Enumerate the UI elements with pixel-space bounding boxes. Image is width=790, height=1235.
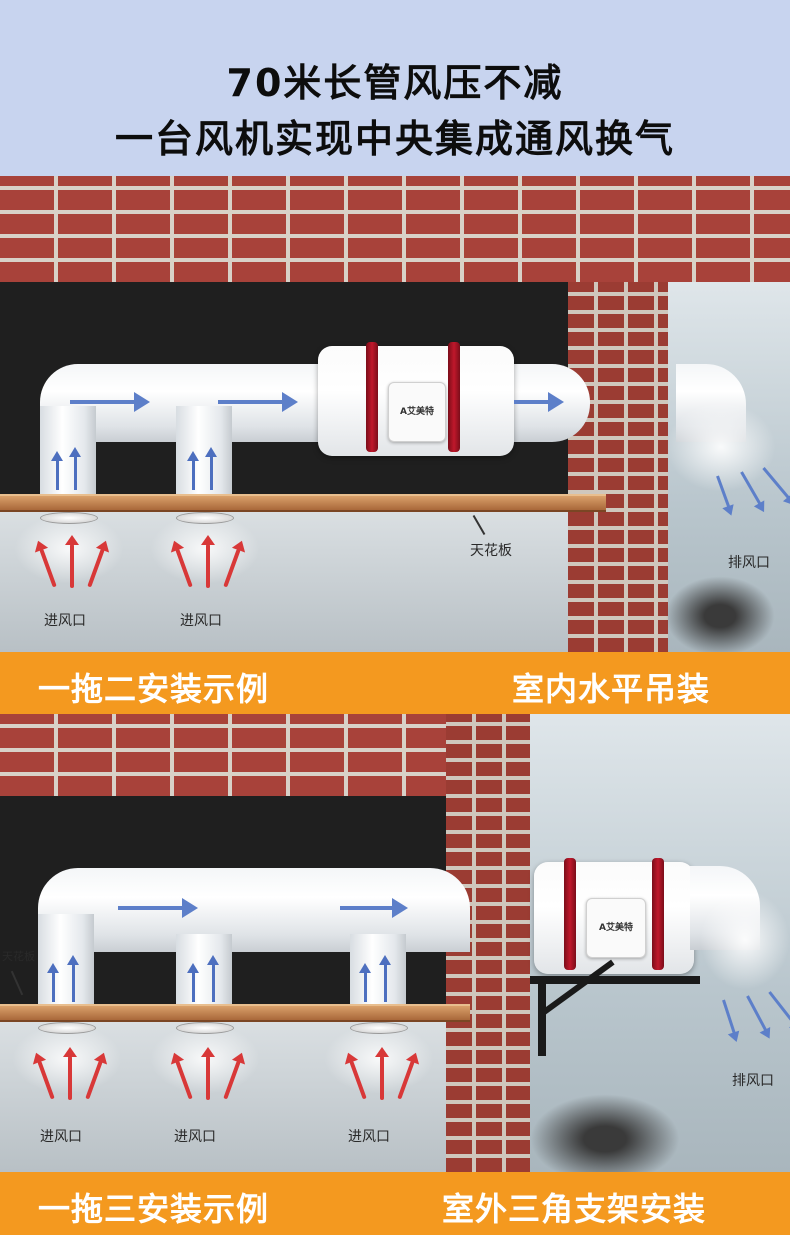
airflow-arrow — [218, 392, 298, 412]
inlet-vent — [350, 1022, 408, 1034]
panel-2-illustration: A艾美特 天花板 进风口 进风口 进风口 排风口 — [0, 714, 790, 1172]
inlet-label-2: 进风口 — [180, 613, 222, 629]
tree-silhouette — [530, 1094, 680, 1172]
inlet-label-3: 进风口 — [348, 1129, 390, 1145]
up-arrow — [47, 963, 59, 1002]
tree-silhouette — [665, 576, 775, 652]
brick-wall-top — [0, 714, 530, 796]
panel-1-illustration: A艾美特 天花板 进风口 进风口 排风口 — [0, 176, 790, 652]
inlet-arrow — [201, 535, 215, 588]
airflow-arrow — [70, 392, 150, 412]
brick-column — [568, 282, 668, 652]
exhaust-smoke — [666, 402, 776, 492]
up-arrow — [359, 963, 371, 1002]
branch-duct-1 — [38, 914, 94, 1006]
headline-line-2: 一台风机实现中央集成通风换气 — [114, 117, 675, 161]
triangle-bracket-vertical — [538, 980, 546, 1056]
caption-right: 室外三角支架安装 — [442, 1190, 707, 1228]
inlet-label-1: 进风口 — [40, 1129, 82, 1145]
up-arrow — [187, 451, 199, 490]
exhaust-label: 排风口 — [728, 555, 770, 571]
brand-logo: A艾美特 — [400, 407, 434, 417]
inlet-arrow — [201, 1047, 215, 1100]
caption-band-1: 一拖二安装示例 室内水平吊装 — [0, 652, 790, 714]
inlet-vent — [176, 512, 234, 524]
fan-junction-box: A艾美特 — [388, 382, 446, 442]
branch-duct-2 — [176, 406, 232, 494]
headline-line-1: 70米长管风压不减 — [226, 61, 564, 105]
up-arrow — [187, 963, 199, 1002]
exhaust-label: 排风口 — [732, 1073, 774, 1089]
airflow-arrow — [514, 392, 564, 412]
up-arrow — [69, 447, 81, 490]
up-arrow — [205, 447, 217, 490]
ceiling-label: 天花板 — [2, 950, 35, 963]
inlet-label-1: 进风口 — [44, 613, 86, 629]
branch-duct-1 — [40, 406, 96, 494]
up-arrow — [207, 955, 219, 1002]
inlet-vent — [40, 512, 98, 524]
ceiling-board — [0, 494, 606, 512]
up-arrow — [67, 955, 79, 1002]
ceiling-board — [0, 1004, 470, 1022]
inlet-vent — [38, 1022, 96, 1034]
inlet-label-2: 进风口 — [174, 1129, 216, 1145]
fan-red-ring-left — [366, 342, 378, 452]
up-arrow — [379, 955, 391, 1002]
inlet-arrow — [63, 1047, 77, 1100]
brand-logo: A艾美特 — [599, 923, 633, 933]
exhaust-smoke — [700, 890, 790, 990]
caption-band-2: 一拖三安装示例 室外三角支架安装 — [0, 1172, 790, 1235]
airflow-arrow — [118, 898, 198, 918]
caption-left: 一拖二安装示例 — [38, 670, 270, 708]
ceiling-label: 天花板 — [470, 543, 512, 559]
header-banner: 70米长管风压不减 一台风机实现中央集成通风换气 — [0, 0, 790, 176]
up-arrow — [51, 451, 63, 490]
brick-wall-top — [0, 176, 790, 282]
caption-right: 室内水平吊装 — [512, 670, 711, 708]
fan-junction-box: A艾美特 — [586, 898, 646, 958]
caption-left: 一拖三安装示例 — [38, 1190, 270, 1228]
inlet-arrow — [375, 1047, 389, 1100]
fan-red-ring-left — [564, 858, 576, 970]
inlet-vent — [176, 1022, 234, 1034]
branch-duct-2 — [176, 934, 232, 1006]
fan-red-ring-right — [652, 858, 664, 970]
airflow-arrow — [340, 898, 408, 918]
triangle-bracket-top — [530, 976, 700, 984]
fan-red-ring-right — [448, 342, 460, 452]
inlet-arrow — [65, 535, 79, 588]
